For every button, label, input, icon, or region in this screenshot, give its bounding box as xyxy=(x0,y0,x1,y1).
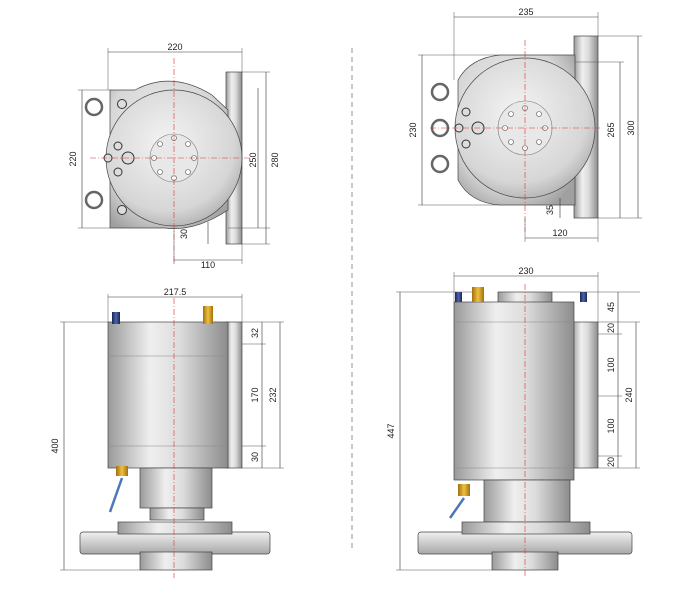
dim-20-bottom: 20 xyxy=(606,457,616,467)
side-plate xyxy=(571,321,599,469)
neck xyxy=(483,479,571,523)
gold-fitting xyxy=(472,287,484,302)
dim-20-top: 20 xyxy=(606,323,616,333)
dim-120: 120 xyxy=(552,228,567,238)
dim-250: 250 xyxy=(248,152,258,167)
dim-100-top: 100 xyxy=(606,357,616,372)
dim-170: 170 xyxy=(250,387,260,402)
dim-230-width: 230 xyxy=(518,266,533,276)
blue-fitting xyxy=(455,292,462,302)
main-body xyxy=(107,321,229,469)
dim-400: 400 xyxy=(50,438,60,453)
top-right-view: 235 230 265 300 35 120 xyxy=(408,7,642,242)
dim-232: 232 xyxy=(268,387,278,402)
lifting-eye-icon xyxy=(84,97,104,210)
dim-235-width: 235 xyxy=(518,7,533,17)
gold-fitting xyxy=(116,466,128,476)
gold-fitting xyxy=(458,484,470,496)
gold-fitting xyxy=(203,306,213,324)
dim-100-bottom: 100 xyxy=(606,418,616,433)
bottom-right-view: 230 45 20 100 100 20 240 447 xyxy=(386,266,640,578)
bottom-left-view: 217.5 32 170 30 232 400 xyxy=(50,287,284,578)
dim-35: 35 xyxy=(545,205,555,215)
dim-240: 240 xyxy=(624,387,634,402)
neck xyxy=(139,467,213,509)
blue-fitting xyxy=(112,312,120,324)
blue-fitting xyxy=(580,292,587,302)
dim-447: 447 xyxy=(386,423,396,438)
dim-230: 230 xyxy=(408,122,418,137)
side-plate xyxy=(225,321,243,469)
dim-220-height: 220 xyxy=(68,151,78,166)
base-flange xyxy=(79,531,271,555)
lifting-eye-icon xyxy=(430,82,450,174)
main-body xyxy=(453,301,575,481)
dim-217-5: 217.5 xyxy=(164,287,187,297)
dim-265: 265 xyxy=(606,122,616,137)
dim-30: 30 xyxy=(179,229,189,239)
dim-45: 45 xyxy=(606,302,616,312)
dim-220-width: 220 xyxy=(167,42,182,52)
dim-110: 110 xyxy=(201,260,215,270)
dim-30: 30 xyxy=(250,452,260,462)
dim-300: 300 xyxy=(626,120,636,135)
dim-32: 32 xyxy=(250,328,260,338)
top-left-view: 220 220 250 280 30 110 xyxy=(68,42,280,270)
dim-280: 280 xyxy=(270,152,280,167)
